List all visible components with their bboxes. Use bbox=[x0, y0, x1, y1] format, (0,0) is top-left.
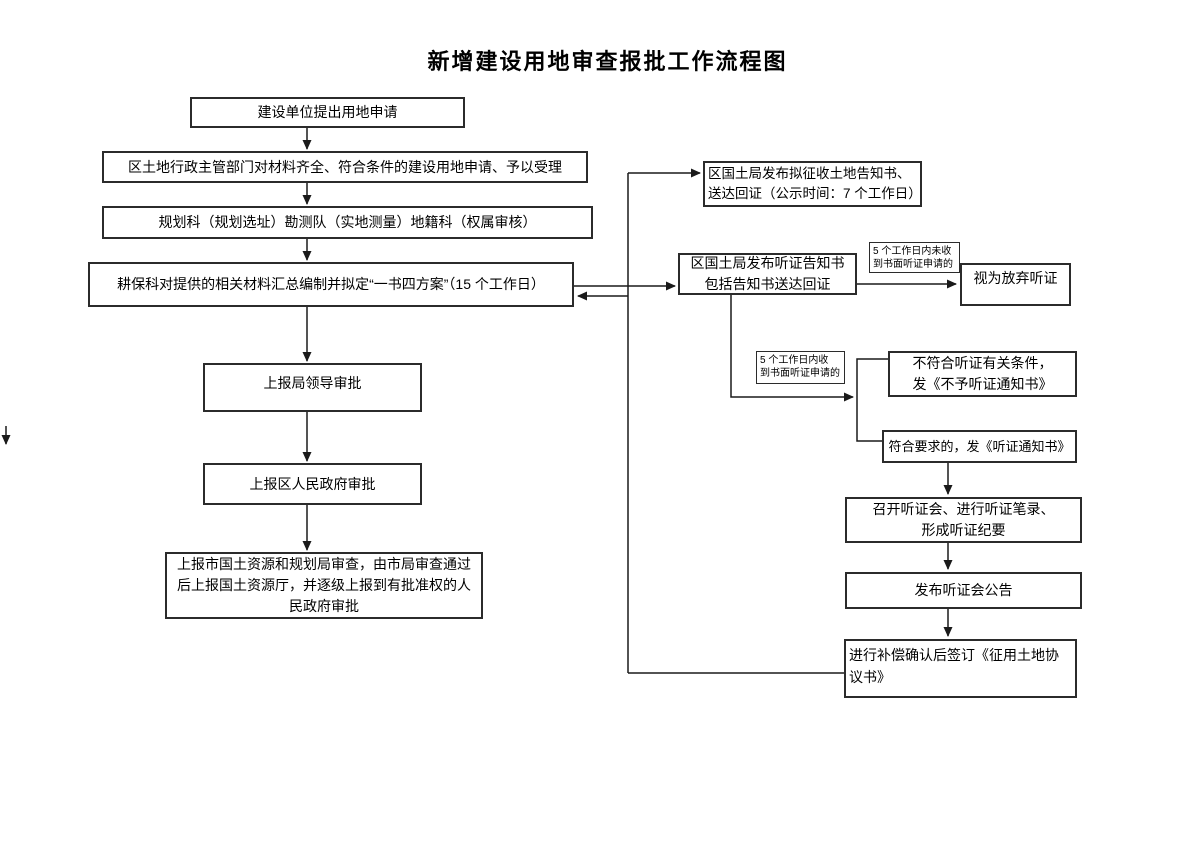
page-title: 新增建设用地审查报批工作流程图 bbox=[427, 49, 788, 74]
note-hearing-request-received: 5 个工作日内收 到书面听证申请的 bbox=[756, 351, 845, 384]
node-district-gov-approval: 上报区人民政府审批 bbox=[203, 463, 422, 505]
node-higher-level-approval: 上报市国土资源和规划局审查，由市局审查通过 后上报国土资源厅，并逐级上报到有批准… bbox=[165, 552, 483, 619]
note-no-hearing-request: 5 个工作日内未收 到书面听证申请的 bbox=[869, 242, 960, 273]
node-grant-hearing: 符合要求的，发《听证通知书》 bbox=[882, 430, 1077, 463]
node-expropriation-notice: 区国土局发布拟征收土地告知书、 送达回证（公示时间：7 个工作日） bbox=[703, 161, 922, 207]
node-draft-plan: 耕保科对提供的相关材料汇总编制并拟定“一书四方案”（15 个工作日） bbox=[88, 262, 574, 307]
line-branch-reject-grant bbox=[856, 358, 888, 442]
node-hold-hearing: 召开听证会、进行听证笔录、 形成听证纪要 bbox=[845, 497, 1082, 543]
node-sign-agreement: 进行补偿确认后签订《征用土地协 议书》 bbox=[844, 639, 1077, 698]
node-bureau-leader-approval: 上报局领导审批 bbox=[203, 363, 422, 412]
node-hearing-announcement: 发布听证会公告 bbox=[845, 572, 1082, 609]
node-submit-application: 建设单位提出用地申请 bbox=[190, 97, 465, 128]
node-department-review: 规划科（规划选址）勘测队（实地测量）地籍科（权属审核） bbox=[102, 206, 593, 239]
node-hearing-notice: 区国土局发布听证告知书 包括告知书送达回证 bbox=[678, 253, 857, 295]
node-reject-hearing: 不符合听证有关条件， 发《不予听证通知书》 bbox=[888, 351, 1077, 397]
node-accept-application: 区土地行政主管部门对材料齐全、符合条件的建设用地申请、予以受理 bbox=[102, 151, 588, 183]
node-waive-hearing: 视为放弃听证 bbox=[960, 263, 1071, 306]
